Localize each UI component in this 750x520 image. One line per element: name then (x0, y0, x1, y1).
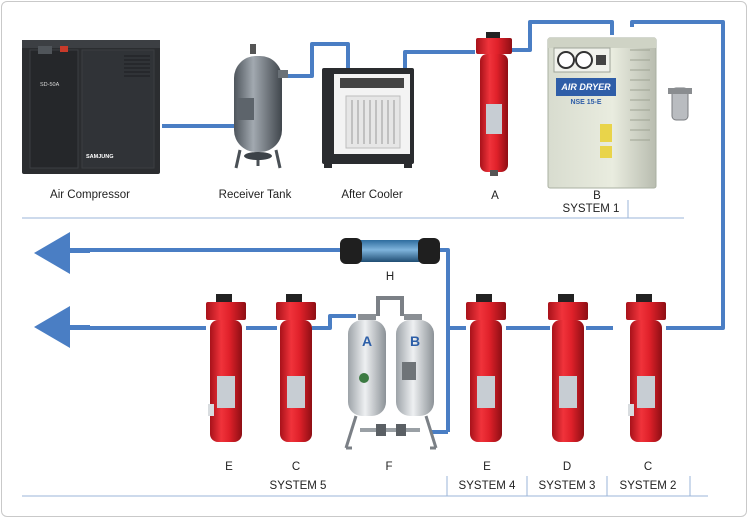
dryer-model-text: NSE 15-E (570, 99, 601, 106)
compressor-model-text: SD-50A (40, 82, 60, 88)
filter-d-system3 (548, 294, 588, 442)
desiccant-tower-a-label: A (362, 333, 372, 349)
filter-c-system2 (626, 294, 666, 442)
compressor-brand-text: SAMJUNG (86, 154, 114, 160)
pipe-network (88, 20, 725, 434)
desiccant-f-label: F (385, 461, 393, 473)
pipe-cooler-filter-a (403, 50, 475, 73)
filter-a-label: A (491, 190, 499, 202)
desiccant-dryer: A B (344, 296, 438, 450)
pipe-filter-a-dryer (512, 20, 614, 52)
system-separators (22, 200, 708, 497)
filter-h (340, 238, 440, 264)
pipe-dryer-return (630, 20, 725, 330)
receiver-tank (234, 44, 288, 169)
system3-label: SYSTEM 3 (538, 480, 596, 492)
filter-h-label: H (385, 271, 395, 283)
pipe-to-h (438, 248, 450, 328)
system5-label: SYSTEM 5 (269, 480, 327, 492)
system4-label: SYSTEM 4 (458, 480, 516, 492)
filter-c-system2-label: C (643, 461, 653, 473)
system1-label: SYSTEM 1 (562, 203, 620, 215)
desiccant-tower-b-label: B (410, 333, 420, 349)
after-cooler (322, 68, 414, 168)
filter-c-system5-label: C (291, 461, 301, 473)
filter-e-system4-label: E (483, 461, 491, 473)
pipe-desiccant-c (312, 314, 356, 330)
air-compressor-label: Air Compressor (50, 189, 130, 201)
pipe-e-desiccant (446, 326, 466, 432)
filter-e-system4 (466, 294, 506, 442)
filter-e-system5-label: E (225, 461, 233, 473)
pipe-receiver-cooler (284, 42, 350, 78)
filter-e-system5 (206, 294, 246, 442)
outlet-arrow-system5 (34, 306, 70, 348)
filter-a-top (476, 32, 512, 176)
dryer-brand-text: AIR DRYER (560, 82, 611, 92)
filter-c-system5 (276, 294, 316, 442)
dryer-b-label: B (593, 190, 601, 202)
filter-d-system3-label: D (562, 461, 572, 473)
receiver-tank-label: Receiver Tank (218, 189, 292, 201)
air-dryer: AIR DRYER NSE 15-E (547, 37, 692, 189)
air-compressor: SD-50A SAMJUNG (22, 40, 160, 174)
system2-label: SYSTEM 2 (619, 480, 677, 492)
outlet-arrow-h (34, 232, 70, 274)
after-cooler-label: After Cooler (341, 189, 403, 201)
